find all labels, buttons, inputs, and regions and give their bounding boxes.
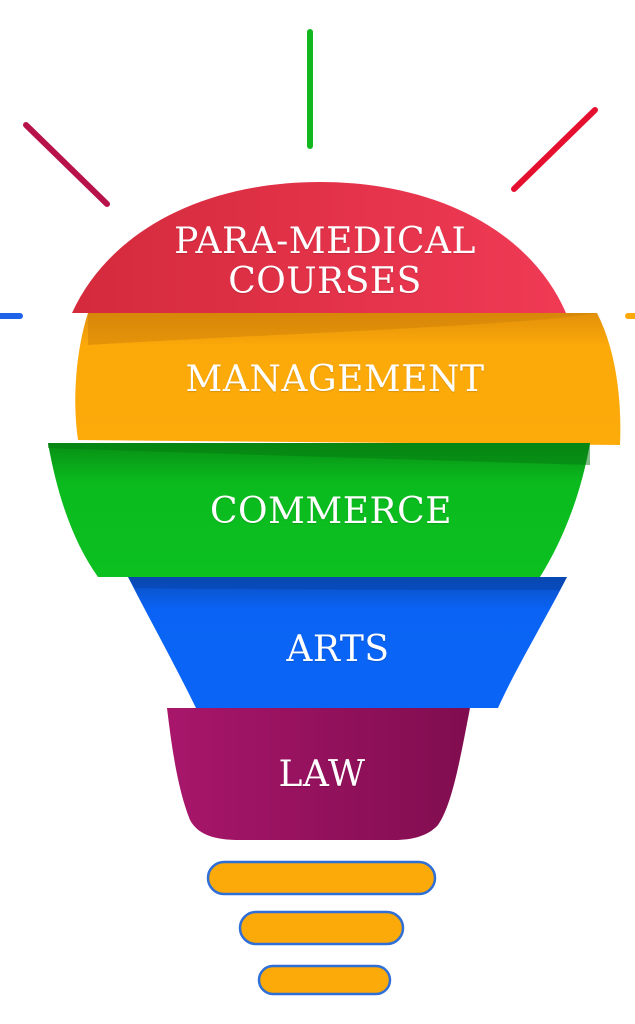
base-bar-middle [238,910,405,946]
label-commerce: COMMERCE [210,491,452,532]
label-law: LAW [278,754,366,795]
label-management: MANAGEMENT [185,359,485,400]
label-para-medical-line2: COURSES [228,261,422,302]
segment-commerce [48,443,590,577]
segment-law [167,708,470,840]
base-bar-top [206,860,437,896]
base-bar-bottom [257,964,392,996]
label-para-medical-line1: PARA-MEDICAL [174,221,476,262]
ray-left [23,122,110,207]
segment-para-medical [72,182,566,313]
segment-arts [128,577,567,708]
label-para-medical: PARA-MEDICAL COURSES [150,222,500,302]
label-arts: ARTS [286,629,390,670]
ray-right [511,107,598,192]
segment-management [75,313,621,445]
